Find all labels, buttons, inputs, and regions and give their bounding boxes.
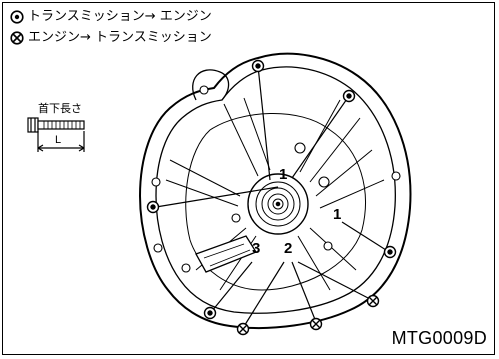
bolt-leader-lines [155, 65, 387, 329]
bolt-number-1-right: 1 [333, 206, 342, 223]
bolt-illustration [27, 117, 85, 152]
housing-left-lobe [192, 69, 230, 101]
housing-inner-flange [155, 66, 396, 314]
housing-bosses [151, 85, 401, 273]
cross-circle-icon [8, 30, 26, 45]
housing-outline [138, 52, 412, 329]
legend-text-trans-to-engine: トランスミッション→ エンジン [28, 9, 212, 24]
figure-frame [2, 2, 495, 355]
input-shaft-bore [247, 173, 309, 235]
bolt-number-3: 3 [252, 240, 261, 257]
legend-text-engine-to-trans: エンジン→ トランスミッション [28, 30, 212, 45]
figure-code: MTG0009D [391, 328, 487, 348]
bolt-number-1-center: 1 [279, 166, 288, 183]
bolt-length-caption: 首下長さ [38, 102, 82, 115]
housing-inner-body [185, 113, 366, 291]
bolt-markers-cross [236, 294, 380, 336]
bolt-length-dimension-label: L [55, 134, 62, 146]
legend-row-engine-to-trans: エンジン→ トランスミッション [8, 27, 212, 48]
bolt-number-2: 2 [284, 240, 293, 257]
dot-circle-icon [8, 9, 26, 24]
legend-row-trans-to-engine: トランスミッション→ エンジン [8, 6, 212, 27]
legend: トランスミッション→ エンジン エンジン→ トランスミッション [8, 6, 212, 48]
bolt-markers-dot [146, 59, 397, 320]
